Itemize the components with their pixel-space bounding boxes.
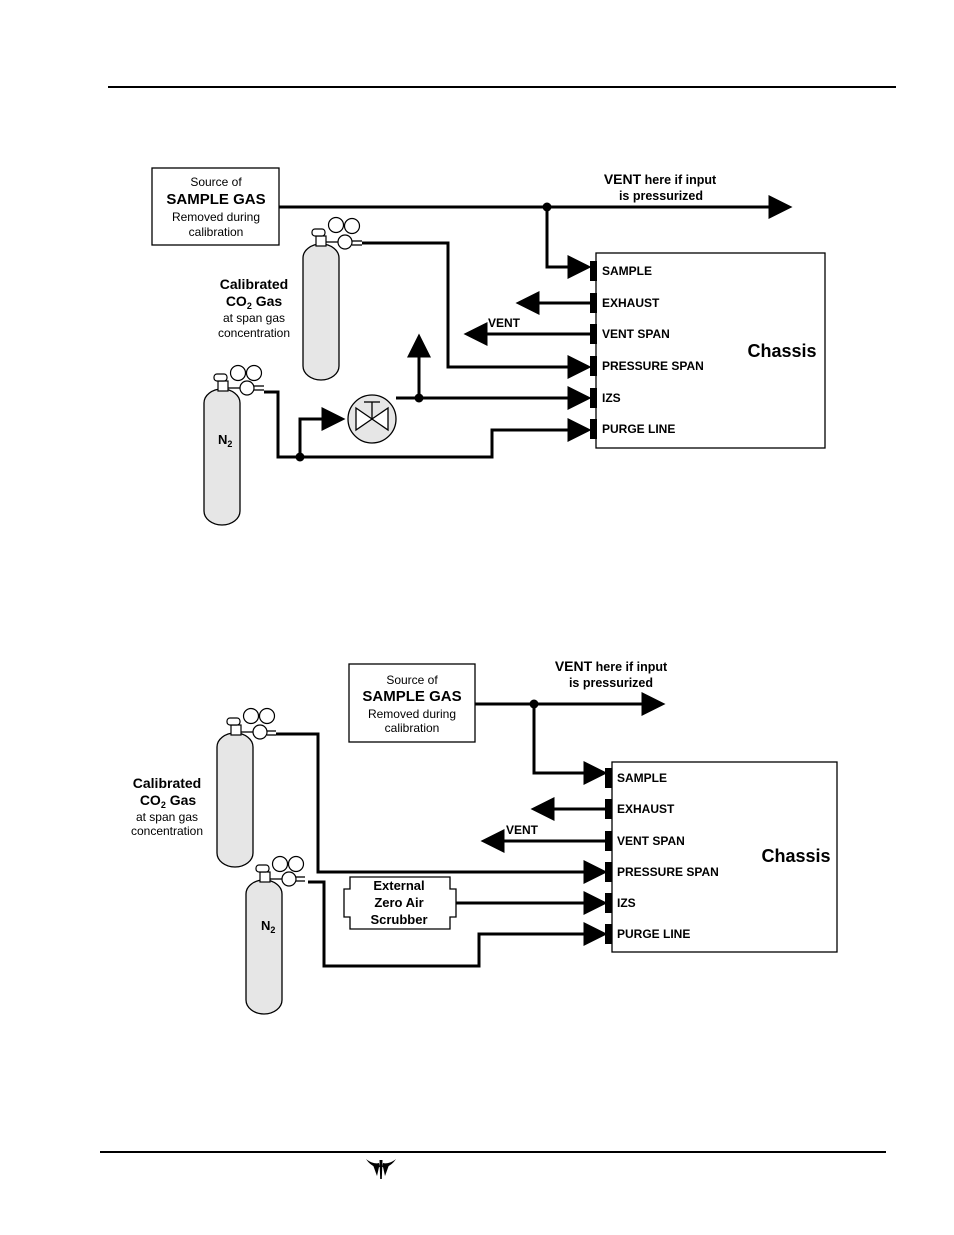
port-pressure-span xyxy=(605,862,612,882)
co2-label: Calibrated CO2 Gas at span gas concentra… xyxy=(131,775,203,838)
source-line2: SAMPLE GAS xyxy=(362,688,461,705)
sample-line xyxy=(532,704,608,785)
svg-text:Calibrated: Calibrated xyxy=(220,276,288,292)
gauge-icon xyxy=(337,234,353,250)
port-label-exhaust: EXHAUST xyxy=(602,296,660,310)
co2-cylinder xyxy=(216,707,276,868)
gauge-icon xyxy=(242,707,260,725)
svg-text:Scrubber: Scrubber xyxy=(370,912,427,927)
port-label-izs: IZS xyxy=(617,896,636,910)
vent-note-line2: is pressurized xyxy=(619,189,703,203)
gauge-icon xyxy=(343,217,361,235)
purge-line xyxy=(264,390,592,459)
chassis-label: Chassis xyxy=(747,341,816,361)
gauge-icon xyxy=(239,380,255,396)
svg-text:N2: N2 xyxy=(218,432,232,449)
vent-note-line2: is pressurized xyxy=(569,676,653,690)
sample-gas-source-box: Source of SAMPLE GAS Removed during cali… xyxy=(348,663,476,743)
port-label-sample: SAMPLE xyxy=(602,264,652,278)
zero-air-scrubber-box: External Zero Air Scrubber xyxy=(343,876,457,930)
svg-text:External: External xyxy=(373,878,424,893)
sample-gas-source-box: Source of SAMPLE GAS Removed during cali… xyxy=(151,167,280,246)
n2-cylinder: N2 xyxy=(203,364,264,526)
svg-text:concentration: concentration xyxy=(131,824,203,838)
vent-note-line1: VENT here if input xyxy=(555,658,668,674)
source-line3: Removed during xyxy=(172,210,260,224)
gauge-icon xyxy=(229,364,247,382)
port-izs xyxy=(605,893,612,913)
co2-label: Calibrated CO2 Gas at span gas concentra… xyxy=(218,276,290,340)
chassis-ports: SAMPLE EXHAUST VENT SPAN PRESSURE SPAN I… xyxy=(605,768,719,944)
diagram-1: Source of SAMPLE GAS Removed during cali… xyxy=(151,167,826,526)
vent-span-label: VENT xyxy=(506,823,539,837)
source-line2: SAMPLE GAS xyxy=(166,191,265,208)
svg-text:CO2 Gas: CO2 Gas xyxy=(226,293,283,311)
pressure-span-line xyxy=(276,732,608,884)
port-vent-span xyxy=(590,324,597,344)
port-label-vent-span: VENT SPAN xyxy=(602,327,670,341)
gauge-icon xyxy=(271,855,289,873)
valve-icon xyxy=(347,394,397,444)
svg-text:CO2 Gas: CO2 Gas xyxy=(140,792,197,810)
port-purge-line xyxy=(605,924,612,944)
svg-text:N2: N2 xyxy=(261,918,275,935)
source-line4: calibration xyxy=(189,225,244,239)
source-line1: Source of xyxy=(190,175,242,189)
port-sample xyxy=(605,768,612,788)
port-label-exhaust: EXHAUST xyxy=(617,802,675,816)
gauge-icon xyxy=(258,707,276,725)
port-label-pressure-span: PRESSURE SPAN xyxy=(602,359,704,373)
port-label-vent-span: VENT SPAN xyxy=(617,834,685,848)
port-izs xyxy=(590,388,597,408)
port-vent-span xyxy=(605,831,612,851)
co2-cylinder xyxy=(302,216,362,381)
gauge-icon xyxy=(287,855,305,873)
gauge-icon xyxy=(245,364,263,382)
port-label-izs: IZS xyxy=(602,391,621,405)
gauge-icon xyxy=(281,871,297,887)
gauge-icon xyxy=(327,216,345,234)
svg-text:concentration: concentration xyxy=(218,326,290,340)
source-line4: calibration xyxy=(385,721,440,735)
vent-note-line1: VENT here if input xyxy=(604,171,717,187)
port-purge-line xyxy=(590,419,597,439)
purge-line xyxy=(308,880,608,968)
port-label-purge-line: PURGE LINE xyxy=(602,422,675,436)
svg-text:at span gas: at span gas xyxy=(223,311,285,325)
diagram-2: Source of SAMPLE GAS Removed during cali… xyxy=(131,658,838,1015)
chassis-ports: SAMPLE EXHAUST VENT SPAN PRESSURE SPAN I… xyxy=(590,261,704,439)
port-pressure-span xyxy=(590,356,597,376)
n2-cylinder: N2 xyxy=(245,855,305,1015)
chassis-box xyxy=(611,761,838,953)
svg-text:Zero Air: Zero Air xyxy=(374,895,423,910)
port-sample xyxy=(590,261,597,281)
gauge-icon xyxy=(252,724,268,740)
chassis-label: Chassis xyxy=(761,846,830,866)
valve-feed-line xyxy=(298,407,346,457)
teledyne-logo-icon xyxy=(366,1159,396,1179)
svg-text:at span gas: at span gas xyxy=(136,810,198,824)
sample-line xyxy=(545,207,592,279)
source-line3: Removed during xyxy=(368,707,456,721)
source-line1: Source of xyxy=(386,673,438,687)
port-exhaust xyxy=(605,799,612,819)
vent-span-label: VENT xyxy=(488,316,521,330)
pressure-span-line xyxy=(362,241,592,379)
port-label-pressure-span: PRESSURE SPAN xyxy=(617,865,719,879)
svg-text:Calibrated: Calibrated xyxy=(133,775,201,791)
chassis-box xyxy=(595,252,826,449)
port-label-purge-line: PURGE LINE xyxy=(617,927,690,941)
port-exhaust xyxy=(590,293,597,313)
port-label-sample: SAMPLE xyxy=(617,771,667,785)
